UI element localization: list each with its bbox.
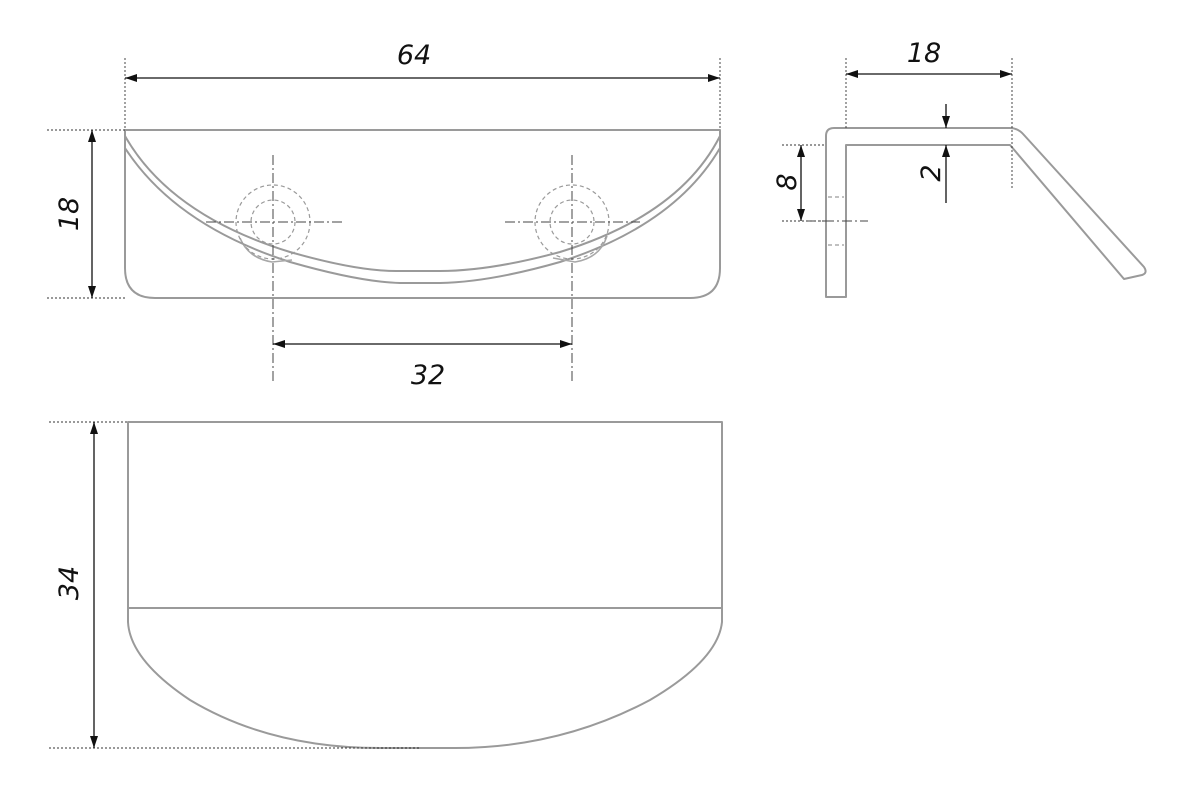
depth-dim-arrow-right [1000, 70, 1012, 78]
front-view-lip-outer [124, 135, 721, 273]
hole-spacing-arrow-left [273, 340, 285, 348]
hole-height-arrow-bottom [797, 209, 805, 221]
hole-spacing-arrow-right [560, 340, 572, 348]
length-dim-arrow-bottom [90, 736, 98, 748]
depth-dim-arrow-left [846, 70, 858, 78]
right-screw-boss [552, 235, 608, 263]
right-hole-inner-hidden [549, 199, 595, 245]
height-dim-label: 18 [54, 197, 85, 231]
top-view-outline [127, 421, 723, 749]
depth-dim-label: 18 [907, 38, 941, 69]
front-view: 64 18 32 [47, 40, 721, 391]
height-dim-arrow-top [88, 130, 96, 142]
front-view-lip-inner [124, 147, 721, 284]
front-view-outline [124, 129, 721, 299]
length-dim-label: 34 [54, 566, 85, 600]
side-view-profile [825, 127, 1147, 298]
width-dim-arrow-left [125, 74, 137, 82]
side-view: 18 8 2 [772, 38, 1147, 298]
length-dim-arrow-top [90, 422, 98, 434]
width-dim-label: 64 [397, 40, 431, 71]
width-dim-arrow-right [708, 74, 720, 82]
top-view: 34 [49, 421, 723, 749]
height-dim-arrow-bottom [88, 286, 96, 298]
hole-height-dim-label: 8 [772, 173, 803, 190]
hole-height-arrow-top [797, 145, 805, 157]
left-hole-inner-hidden [250, 199, 296, 245]
thickness-dim-arrow-top [942, 116, 950, 128]
thickness-dim-arrow-bottom [942, 145, 950, 157]
hole-spacing-dim-label: 32 [411, 360, 445, 391]
thickness-dim-label: 2 [916, 164, 947, 181]
